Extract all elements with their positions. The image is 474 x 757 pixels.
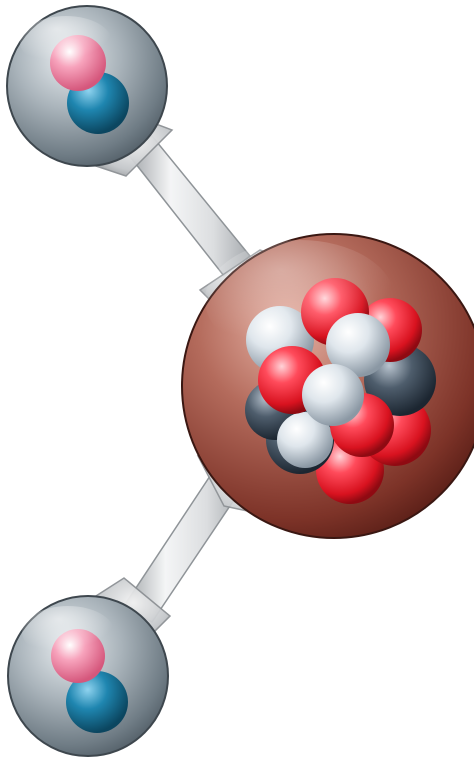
hydrogen-atom-lower bbox=[8, 596, 168, 756]
hydrogen-atom-upper bbox=[7, 6, 167, 166]
oxygen-atom bbox=[182, 234, 474, 538]
